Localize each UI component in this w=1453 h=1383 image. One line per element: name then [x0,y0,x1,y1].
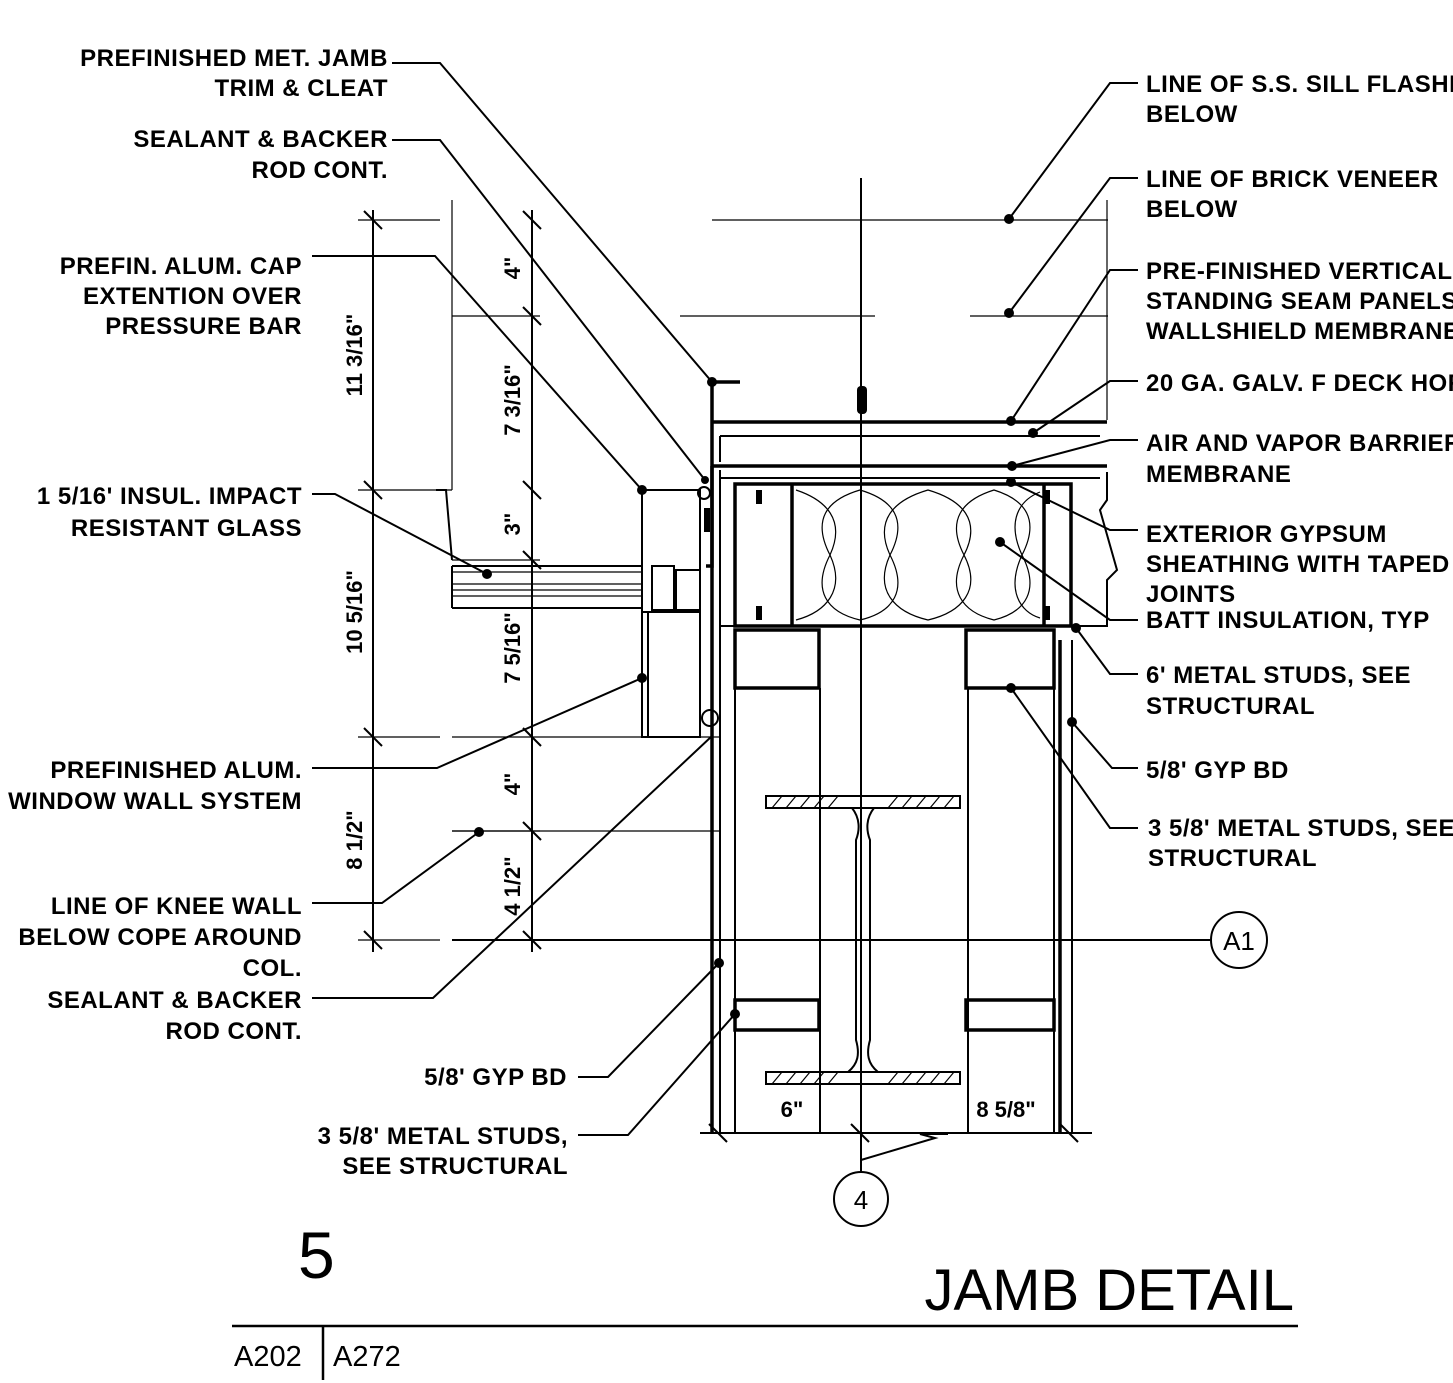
note-sealant-top-line1: SEALANT & BACKER [133,126,388,153]
grid-bubble-4-label: 4 [854,1185,868,1215]
note-knee-wall-line1: LINE OF KNEE WALL [51,893,302,920]
dimension-strings: 11 3/16" 10 5/16" 8 1/2" 4" 7 3/16" 3" 7… [342,200,1092,1143]
note-studs-left-line2: SEE STRUCTURAL [342,1153,568,1180]
dim-outer-3: 8 1/2" [342,810,367,869]
note-sheathing-line2: SHEATHING WITH TAPED [1146,551,1450,578]
note-gyp-bd-left: 5/8' GYP BD [424,1064,567,1091]
leader-sill-flashing [1008,82,1138,220]
note-sealant-top-line2: ROD CONT. [252,157,389,184]
note-studs-right-line1: 3 5/8' METAL STUDS, SEE [1148,815,1453,842]
dim-bottom-8-5-8: 8 5/8" [976,1097,1035,1122]
note-alum-cap-line2: EXTENTION OVER [83,283,302,310]
note-brick-veneer-line2: BELOW [1146,196,1238,223]
dim-inner-4: 7 5/16" [500,612,525,684]
leader-panels [1010,269,1138,422]
note-f-deck: 20 GA. GALV. F DECK HORIZ. [1146,370,1453,397]
note-knee-wall-line2: BELOW COPE AROUND [18,924,302,951]
note-panels-line3: WALLSHIELD MEMBRANE [1146,318,1453,345]
leader-f-deck [1032,380,1138,434]
note-jamb-trim-line1: PREFINISHED MET. JAMB [80,45,388,72]
note-panels-line2: STANDING SEAM PANELS OVER [1146,288,1453,315]
leader-sealant-top [392,139,706,481]
detail-number: 5 [298,1218,335,1292]
leader-jamb-trim [392,62,713,383]
wall-assembly [710,386,1119,1162]
note-window-wall-line2: WINDOW WALL SYSTEM [8,788,302,815]
note-sill-flashing-line1: LINE OF S.S. SILL FLASHING [1146,71,1453,98]
note-jamb-trim-line2: TRIM & CLEAT [214,75,388,102]
note-panels-line1: PRE-FINISHED VERTICAL [1146,258,1453,285]
dim-inner-1: 4" [500,257,525,280]
left-notes: PREFINISHED MET. JAMB TRIM & CLEAT SEALA… [8,45,568,1180]
note-sheathing-line3: JOINTS [1146,581,1236,608]
detail-title: JAMB DETAIL [924,1258,1294,1323]
sheet-ref-2: A272 [333,1341,401,1373]
leader-batt [999,541,1138,621]
note-brick-veneer-line1: LINE OF BRICK VENEER [1146,166,1439,193]
note-vapor-barrier-line1: AIR AND VAPOR BARRIER [1146,430,1453,457]
dim-inner-2: 7 3/16" [500,364,525,436]
note-6in-studs-line2: STRUCTURAL [1146,693,1315,720]
leader-lines [312,62,1138,1136]
dim-inner-6: 4 1/2" [500,856,525,915]
leader-studs-right [1010,687,1138,829]
dim-outer-1: 11 3/16" [342,314,367,397]
note-alum-cap-line1: PREFIN. ALUM. CAP [60,253,302,280]
grid-bubble-a1-label: A1 [1223,926,1255,956]
note-alum-cap-line3: PRESSURE BAR [105,313,302,340]
leader-brick-veneer [1008,177,1138,314]
dim-inner-3: 3" [500,513,525,536]
leader-studs-left [578,1013,736,1136]
leader-sealant-bottom [312,735,713,999]
note-vapor-barrier-line2: MEMBRANE [1146,461,1291,488]
note-6in-studs-line1: 6' METAL STUDS, SEE [1146,662,1411,689]
grid-bubble-4: 4 [833,1171,889,1227]
leader-window-wall [312,677,643,769]
dim-inner-5: 4" [500,773,525,796]
dim-bottom-6: 6" [781,1097,804,1122]
note-sealant-bottom-line1: SEALANT & BACKER [47,987,302,1014]
right-notes: LINE OF S.S. SILL FLASHING BELOW LINE OF… [1146,71,1453,872]
dim-outer-2: 10 5/16" [342,570,367,654]
leader-gyp-left [578,962,720,1078]
detail-title-block: 5 JAMB DETAIL A202 A272 [232,1218,1298,1380]
window-wall-system [436,380,740,738]
note-glass-line1: 1 5/16' INSUL. IMPACT [37,483,302,510]
note-sheathing-line1: EXTERIOR GYPSUM [1146,521,1387,548]
note-sealant-bottom-line2: ROD CONT. [166,1018,303,1045]
leader-6in-studs [1075,627,1138,675]
note-window-wall-line1: PREFINISHED ALUM. [50,757,302,784]
note-studs-left-line1: 3 5/8' METAL STUDS, [318,1123,568,1150]
sheet-ref-1: A202 [234,1341,302,1373]
note-knee-wall-line3: COL. [243,955,302,982]
note-glass-line2: RESISTANT GLASS [71,515,302,542]
leader-gyp-right [1071,721,1138,769]
grid-bubble-a1: A1 [1210,911,1268,969]
leader-knee-wall [312,831,480,904]
reference-lines [452,178,1210,1172]
note-gyp-bd-right: 5/8' GYP BD [1146,757,1289,784]
leader-glass [312,493,488,575]
note-sill-flashing-line2: BELOW [1146,101,1238,128]
note-batt-insulation: BATT INSULATION, TYP [1146,607,1430,634]
note-studs-right-line2: STRUCTURAL [1148,845,1317,872]
leader-alum-cap [312,255,643,491]
leader-vapor-barrier [1011,439,1138,467]
